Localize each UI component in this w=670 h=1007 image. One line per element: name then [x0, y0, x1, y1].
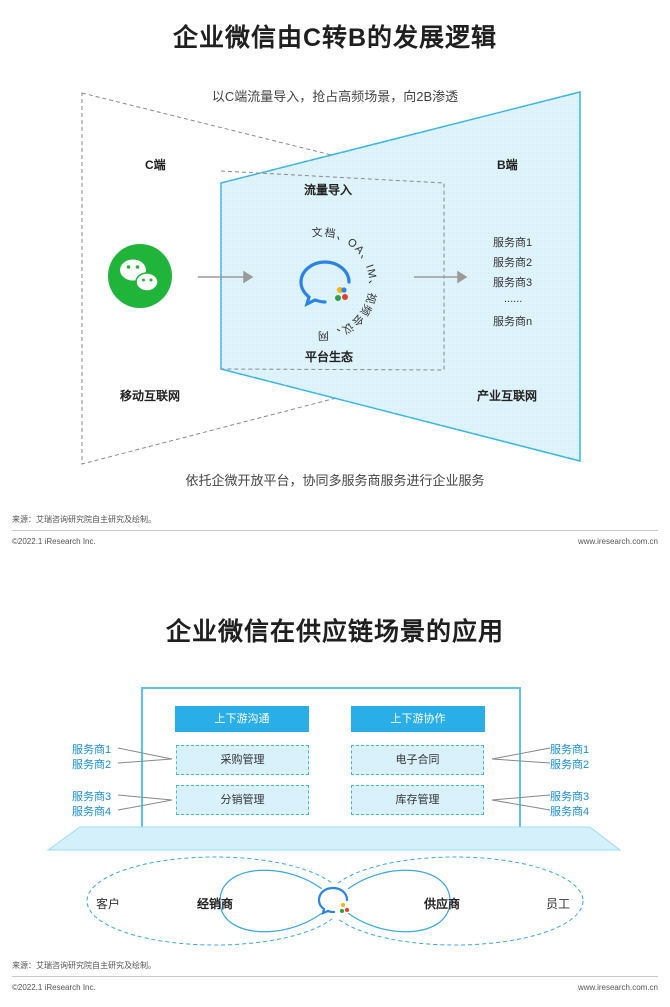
industrial-internet-label: 产业互联网: [477, 389, 538, 403]
arrow-left: [198, 270, 254, 284]
customer-label: 客户: [96, 897, 121, 911]
left-provider: 服务商2: [72, 759, 112, 771]
divider: [12, 530, 658, 531]
arrow-right: [414, 270, 468, 284]
left-provider: 服务商3: [72, 791, 112, 803]
employee-label: 员工: [546, 897, 571, 911]
upstream-communication-header: 上下游沟通: [175, 706, 309, 732]
c-end-label: C端: [145, 158, 166, 172]
provider-item: 服务商1: [493, 237, 533, 249]
right-outer-loop: [326, 856, 584, 946]
right-provider: 服务商4: [550, 806, 590, 818]
right-provider: 服务商1: [550, 744, 590, 756]
left-inner-loop: [219, 869, 336, 933]
mobile-internet-label: 移动互联网: [120, 389, 181, 403]
copyright: ©2022.1 iResearch Inc.: [12, 537, 96, 546]
source-note: 来源：艾瑞咨询研究院自主研究及绘制。: [12, 961, 156, 970]
provider-item: 服务商3: [493, 277, 533, 289]
provider-item: 服务商n: [493, 316, 533, 328]
diagram2-shapes: [46, 687, 622, 946]
provider-item: 服务商2: [493, 257, 533, 269]
divider: [12, 976, 658, 977]
left-provider: 服务商4: [72, 806, 112, 818]
right-provider: 服务商2: [550, 759, 590, 771]
website: www.iresearch.com.cn: [577, 983, 658, 992]
diagram1-shapes: 文档、OA、IM、视频会议、网盘…: [0, 0, 581, 465]
supplier-label: 供应商: [424, 897, 461, 911]
diagram2-title: 企业微信在供应链场景的应用: [165, 618, 504, 646]
source-note: 来源：艾瑞咨询研究院自主研究及绘制。: [12, 515, 156, 524]
right-provider: 服务商3: [550, 791, 590, 803]
provider-item: ......: [504, 293, 523, 305]
inventory-management-box: 库存管理: [351, 785, 484, 815]
copyright: ©2022.1 iResearch Inc.: [12, 983, 96, 992]
right-inner-loop: [334, 869, 451, 933]
traffic-in-label: 流量导入: [304, 183, 353, 197]
diagram1-title: 企业微信由C转B的发展逻辑: [172, 24, 498, 52]
wecom-logo-icon: [299, 260, 351, 308]
wecom-small-icon: [317, 883, 353, 919]
purchase-management-box: 采购管理: [176, 745, 309, 775]
b-end-label: B端: [497, 158, 518, 172]
dealer-label: 经销商: [197, 897, 234, 911]
e-contract-box: 电子合同: [351, 745, 484, 775]
website: www.iresearch.com.cn: [577, 537, 658, 546]
distribution-management-box: 分销管理: [176, 785, 309, 815]
wechat-icon: [108, 244, 172, 308]
diagram1-subtitle: 以C端流量导入，抢占高频场景，向2B渗透: [211, 89, 459, 104]
left-provider: 服务商1: [72, 744, 112, 756]
diagram1-bottom-text: 依托企微开放平台，协同多服务商服务进行企业服务: [185, 473, 485, 488]
platform-eco-label: 平台生态: [305, 350, 354, 364]
upstream-collaboration-header: 上下游协作: [351, 706, 485, 732]
platform-base: [46, 826, 622, 851]
